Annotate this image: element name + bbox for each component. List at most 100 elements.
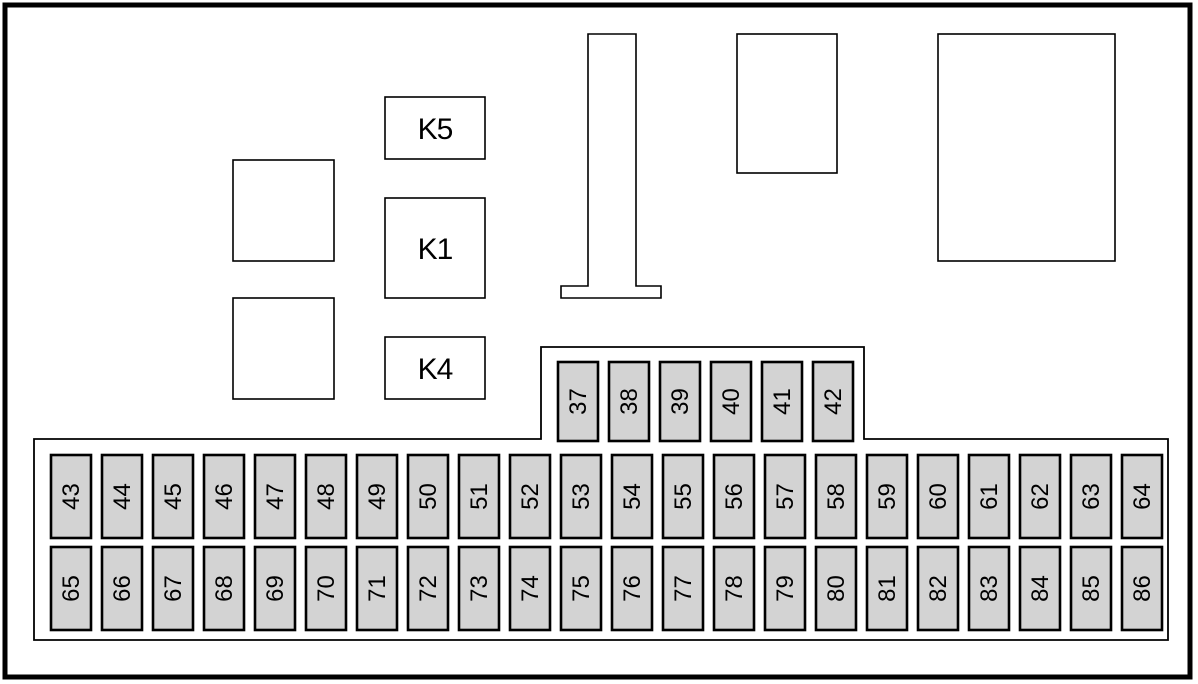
fuse-label: 73 [466,575,493,602]
fuse-80: 80 [814,545,858,632]
fuse-body [406,453,450,540]
fuse-body [202,545,246,632]
fuse-body [406,545,450,632]
relay-k1: K1 [384,197,486,299]
blank-block-center [736,33,838,174]
fuse-label: 52 [517,483,544,510]
fuse-label: 40 [718,388,745,415]
fuse-78: 78 [712,545,756,632]
fuse-body [253,453,297,540]
blank-relay-left-lower [232,297,335,400]
fuse-42: 42 [811,360,855,443]
fuse-body [763,453,807,540]
fuse-38: 38 [607,360,651,443]
fuse-label: 58 [823,483,850,510]
fuse-body [1018,453,1062,540]
relay-k1-label: K1 [418,233,453,266]
fuse-58: 58 [814,453,858,540]
fuse-body [1069,545,1113,632]
fuse-label: 60 [925,483,952,510]
blank-block-right [937,33,1116,262]
fuse-body [559,453,603,540]
fuse-label: 53 [568,483,595,510]
relay-k1-body [384,197,486,299]
fuse-body [304,545,348,632]
fuse-73: 73 [457,545,501,632]
fuse-label: 79 [772,575,799,602]
fuse-body [712,453,756,540]
fuse-label: 66 [109,575,136,602]
fuse-39: 39 [658,360,702,443]
fuse-79: 79 [763,545,807,632]
fuse-label: 61 [976,483,1003,510]
fuse-body [658,360,702,443]
fuse-label: 54 [619,483,646,510]
fuse-49: 49 [355,453,399,540]
fuse-body [253,545,297,632]
fuse-label: 71 [364,575,391,602]
fuse-label: 75 [568,575,595,602]
fuse-label: 70 [313,575,340,602]
fuse-50: 50 [406,453,450,540]
fuse-label: 62 [1027,483,1054,510]
fuse-85: 85 [1069,545,1113,632]
fuse-body [1120,545,1164,632]
fuse-46: 46 [202,453,246,540]
fuse-label: 74 [517,575,544,602]
fuse-body [100,545,144,632]
fuse-82: 82 [916,545,960,632]
fuse-label: 63 [1078,483,1105,510]
fuse-label: 41 [769,388,796,415]
fuse-label: 55 [670,483,697,510]
fuse-label: 43 [58,483,85,510]
fuse-label: 38 [616,388,643,415]
fuse-69: 69 [253,545,297,632]
fuse-label: 42 [820,388,847,415]
t-bar-connector [560,33,662,299]
fuse-body [202,453,246,540]
relay-k5-label: K5 [418,113,453,146]
fuse-62: 62 [1018,453,1062,540]
fuse-45: 45 [151,453,195,540]
fuse-body [355,545,399,632]
fuse-body [916,453,960,540]
fuse-body [607,360,651,443]
fuse-label: 67 [160,575,187,602]
fuse-label: 45 [160,483,187,510]
fuse-body [1018,545,1062,632]
fuse-label: 76 [619,575,646,602]
fuse-body [712,545,756,632]
fuse-57: 57 [763,453,807,540]
fuse-44: 44 [100,453,144,540]
fuse-body [661,453,705,540]
fuse-label: 85 [1078,575,1105,602]
fuse-label: 64 [1129,483,1156,510]
fuse-body [865,545,909,632]
fuse-label: 50 [415,483,442,510]
fuse-body [508,453,552,540]
fuse-76: 76 [610,545,654,632]
fuse-75: 75 [559,545,603,632]
fuse-body [355,453,399,540]
fuse-70: 70 [304,545,348,632]
fuse-label: 81 [874,575,901,602]
fuse-40: 40 [709,360,753,443]
fuse-86: 86 [1120,545,1164,632]
relay-k5-body [384,96,486,160]
fuse-label: 83 [976,575,1003,602]
fuse-label: 72 [415,575,442,602]
fuse-body [1069,453,1113,540]
fuse-label: 65 [58,575,85,602]
fuse-label: 56 [721,483,748,510]
fuse-body [100,453,144,540]
fuse-body [151,545,195,632]
fuse-53: 53 [559,453,603,540]
fuse-81: 81 [865,545,909,632]
fuse-label: 37 [565,388,592,415]
fuse-label: 57 [772,483,799,510]
fuse-body [610,545,654,632]
relay-k4: K4 [384,336,486,400]
fuse-63: 63 [1069,453,1113,540]
